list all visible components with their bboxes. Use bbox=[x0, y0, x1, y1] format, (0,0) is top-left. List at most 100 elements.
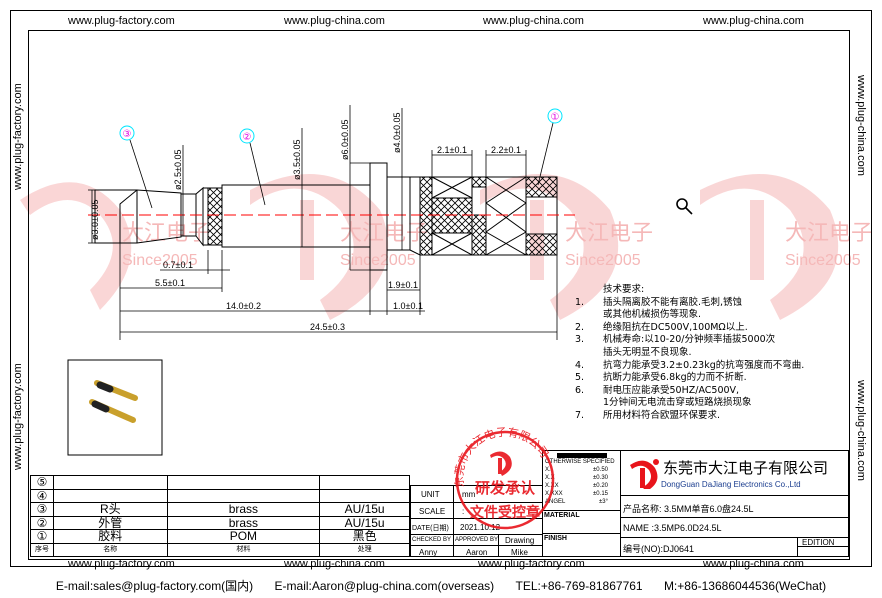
tip-part-3 bbox=[94, 186, 204, 247]
watermark-logo bbox=[250, 174, 389, 320]
req-number: 3. bbox=[575, 334, 585, 346]
tolerance-row: ANGEL±3° bbox=[545, 499, 608, 505]
dim-length-2-1: 2.1±0.1 bbox=[437, 145, 467, 155]
req-number: 4. bbox=[575, 359, 585, 371]
dim-diameter-3-5: ø3.5±0.05 bbox=[292, 140, 302, 180]
table-row: ④ bbox=[30, 488, 410, 503]
edition-value bbox=[797, 546, 849, 557]
part-no: ⑤ bbox=[30, 475, 54, 490]
stamp-line-1: 研发承认 bbox=[475, 479, 536, 497]
req-number: 6. bbox=[575, 384, 585, 396]
top-url: www.plug-china.com bbox=[703, 15, 804, 27]
part-name: 胶料 bbox=[52, 529, 168, 544]
dim-diameter-3-0: ø3.0±0.05 bbox=[90, 200, 100, 240]
dim-diameter-4-0: ø4.0±0.05 bbox=[392, 113, 402, 153]
watermark-brand: 大江电子 bbox=[565, 220, 653, 245]
watermark-logo bbox=[700, 174, 839, 320]
company-block: 东莞市大江电子有限公司 DongGuan DaJiang Electronics… bbox=[620, 450, 849, 496]
part-material: brass bbox=[166, 502, 321, 517]
header-material: 材料 bbox=[166, 542, 321, 557]
unit-label: UNIT bbox=[410, 485, 454, 503]
dim-length-1-9: 1.9±0.1 bbox=[388, 280, 418, 290]
req-number: 1. bbox=[575, 296, 585, 308]
bottom-url: www.plug-china.com bbox=[703, 558, 804, 570]
part-material: brass bbox=[166, 515, 321, 530]
drawing-inner-frame bbox=[28, 30, 850, 560]
req-text: 抗弯力能承受3.2±0.23kg的抗弯强度而不弯曲. bbox=[603, 359, 805, 371]
top-url: www.plug-factory.com bbox=[68, 15, 175, 27]
part-no: ② bbox=[30, 515, 54, 530]
watermark-brand: 大江电子 bbox=[785, 220, 873, 245]
req-text: 抗断力能承受6.8kg的力而不折断. bbox=[603, 372, 747, 384]
zoom-magnifier-icon[interactable] bbox=[676, 198, 693, 215]
requirements-title: 技术要求: bbox=[603, 284, 645, 295]
sleeve-shoulder bbox=[386, 176, 411, 251]
dim-length-14-0: 14.0±0.2 bbox=[226, 301, 261, 311]
bottom-url: www.plug-china.com bbox=[284, 558, 385, 570]
req-text: 所用材料符合欧盟环保要求. bbox=[603, 409, 721, 421]
approved-by-value: Aaron bbox=[453, 545, 499, 557]
insulator-part-1 bbox=[419, 176, 558, 256]
part-no: ③ bbox=[30, 502, 54, 517]
part-material bbox=[166, 488, 321, 503]
part-material: POM bbox=[166, 529, 321, 544]
part-name: 外管 bbox=[52, 515, 168, 530]
product-name-en: NAME :3.5MP6.0D24.5L bbox=[620, 517, 849, 538]
insulator-ring bbox=[207, 187, 223, 246]
contact-footer: E-mail:sales@plug-factory.com(国内) E-mail… bbox=[0, 577, 882, 594]
part-finish bbox=[319, 488, 410, 503]
watermark-since: Since2005 bbox=[565, 252, 641, 269]
header-finish: 处理 bbox=[319, 542, 410, 557]
dim-length-1-0: 1.0±0.1 bbox=[393, 301, 423, 311]
drawn-by-value: Mike bbox=[498, 545, 543, 557]
req-number: 7. bbox=[575, 409, 585, 421]
flange bbox=[369, 162, 388, 271]
header-name: 名称 bbox=[52, 542, 168, 557]
watermark-since: Since2005 bbox=[785, 252, 861, 269]
tolerance-header: OTHERWISE SPECIFIED bbox=[545, 459, 615, 465]
dim-length-5-5: 5.5±0.1 bbox=[155, 278, 185, 288]
drawing-frame bbox=[10, 10, 872, 567]
req-text: 插头无明显不良现象. bbox=[603, 346, 692, 358]
tolerance-row: X.XXX±0.15 bbox=[545, 491, 608, 497]
tolerance-row: X.X±0.30 bbox=[545, 475, 608, 481]
dim-diameter-6-0: ø6.0±0.05 bbox=[340, 120, 350, 160]
dim-length-2-2: 2.2±0.1 bbox=[491, 145, 521, 155]
req-number: 5. bbox=[575, 372, 585, 384]
top-url: www.plug-china.com bbox=[483, 15, 584, 27]
company-logo bbox=[630, 459, 659, 489]
req-number: 2. bbox=[575, 321, 585, 333]
part-finish: 黑色 bbox=[319, 529, 410, 544]
req-text: 绝缘阻抗在DC500V,100MΩ以上. bbox=[603, 321, 748, 333]
stamp-line-2: 文件受控章 bbox=[470, 504, 540, 520]
scale-label: SCALE bbox=[410, 502, 454, 519]
footer-email-domestic: E-mail:sales@plug-factory.com(国内) bbox=[55, 579, 254, 593]
req-text: 1分钟间无电流击穿或短路烧损现象 bbox=[603, 397, 752, 409]
watermark-since: Since2005 bbox=[122, 252, 198, 269]
req-text: 插头隔离胶不能有离胶.毛刺,锈蚀 bbox=[603, 296, 743, 308]
part-name bbox=[52, 475, 168, 490]
part-finish: AU/15u bbox=[319, 515, 410, 530]
part-no: ① bbox=[30, 529, 54, 544]
approval-stamp: 东莞市大江电子有限公司 研发承认 文件受控章 bbox=[453, 425, 555, 530]
part-finish: AU/15u bbox=[319, 502, 410, 517]
date-label: DATE(日期) bbox=[410, 518, 454, 535]
dim-length-0-7: 0.7±0.1 bbox=[163, 260, 193, 270]
top-url: www.plug-china.com bbox=[284, 15, 385, 27]
balloon-3: ③ bbox=[123, 129, 132, 140]
bottom-url: www.plug-factory.com bbox=[478, 558, 585, 570]
footer-mobile: M:+86-13686044536(WeChat) bbox=[663, 579, 827, 593]
part-name bbox=[52, 488, 168, 503]
company-name-cn: 东莞市大江电子有限公司 bbox=[663, 460, 829, 477]
header-no: 序号 bbox=[30, 542, 54, 557]
company-name-en: DongGuan DaJiang Electronics Co.,Ltd bbox=[661, 480, 801, 489]
req-text: 耐电压应能承受50HZ/AC500V, bbox=[603, 384, 740, 396]
part-no: ④ bbox=[30, 488, 54, 503]
dim-length-24-5: 24.5±0.3 bbox=[310, 322, 345, 332]
balloon-2: ② bbox=[243, 132, 252, 143]
table-row: ⑤ bbox=[30, 475, 410, 490]
